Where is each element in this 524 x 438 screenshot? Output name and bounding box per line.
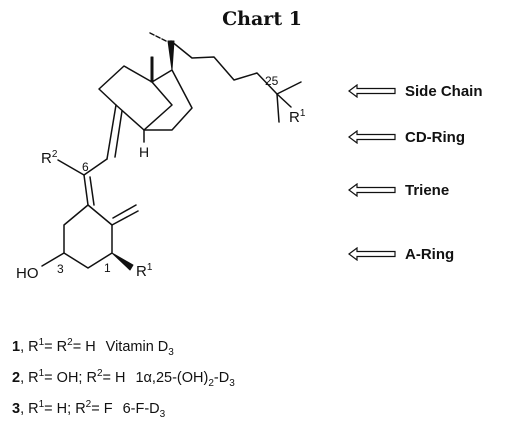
- c8-c7-bond: [106, 104, 117, 160]
- h-label: H: [139, 144, 149, 160]
- compound-name: Vitamin D: [105, 339, 169, 355]
- compound-name: 1α,25-(OH): [135, 370, 209, 386]
- c6-label: 6: [82, 160, 89, 174]
- left-arrow-icon: [348, 183, 396, 197]
- c25-label: 25: [265, 74, 279, 88]
- c1-label: 1: [104, 261, 111, 275]
- c21-hashed-methyl: [149, 32, 167, 42]
- annotation-label: CD-Ring: [405, 128, 465, 146]
- c6-r2-bond: [57, 159, 85, 176]
- angular-methyl: [150, 56, 154, 83]
- side-chain: [170, 40, 278, 95]
- c1-r1-wedge: [111, 252, 134, 271]
- annotation-side-chain: Side Chain: [348, 80, 483, 102]
- r1-ring-label: R1: [136, 262, 153, 280]
- annotation-triene: Triene: [348, 179, 449, 201]
- c3-oh-bond: [41, 252, 65, 267]
- ho-label: HO: [16, 265, 39, 282]
- compound-number: 1: [12, 339, 21, 355]
- c6-c5-bond: [83, 174, 89, 206]
- c25-methyl-upper: [276, 81, 302, 95]
- vitamin-d-structure: 25 R1 H R2 6 HO 3 1 R1: [16, 32, 306, 282]
- c19-methylene: [111, 210, 139, 226]
- c-ring: [98, 65, 173, 131]
- left-arrow-icon: [348, 130, 396, 144]
- chart-title: Chart 1: [222, 8, 302, 30]
- compound-name: 6-F-D: [122, 401, 160, 417]
- r1-side-label: R1: [289, 108, 306, 126]
- c3-label: 3: [57, 262, 64, 276]
- c25-methyl-lower: [276, 93, 280, 123]
- annotation-label: Triene: [405, 181, 450, 199]
- annotation-label: A-Ring: [405, 245, 455, 263]
- annotation-label: Side Chain: [405, 82, 483, 100]
- c20-wedge: [167, 40, 175, 71]
- compound-number: 3: [12, 401, 21, 417]
- c25-r1-bond: [276, 93, 292, 108]
- left-arrow-icon: [348, 84, 396, 98]
- a-ring: [63, 204, 113, 269]
- r2-label: R2: [41, 149, 58, 167]
- annotation-a-ring: A-Ring: [348, 243, 454, 265]
- c7-c6-bond: [83, 158, 108, 176]
- annotation-cd-ring: CD-Ring: [348, 126, 465, 148]
- d-ring: [143, 69, 193, 131]
- left-arrow-icon: [348, 247, 396, 261]
- compound-number: 2: [12, 370, 21, 386]
